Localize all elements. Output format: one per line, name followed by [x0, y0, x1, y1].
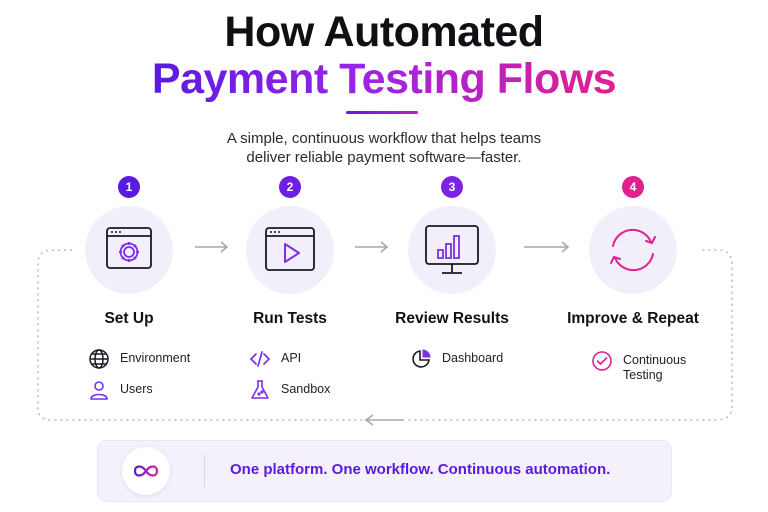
step-3-item-dashboard: Dashboard — [410, 348, 503, 370]
step-1-item-label: Users — [120, 382, 153, 396]
monitor-chart-icon — [425, 225, 479, 274]
step-4-item-label: Continuous Testing — [623, 353, 687, 382]
step-2-item-api: API — [249, 348, 301, 370]
title-line-2: Payment Testing Flows — [151, 55, 617, 103]
step-4-title: Improve & Repeat — [567, 310, 699, 327]
banner-divider — [204, 455, 205, 487]
step-1-item-environment: Environment — [88, 348, 190, 370]
step-4-item-continuous-testing: Continuous Testing — [591, 350, 686, 383]
check-circle-icon — [592, 351, 612, 371]
step-4-icon-circle — [589, 206, 677, 294]
step-2-title: Run Tests — [253, 310, 327, 327]
step-1-item-users: Users — [88, 379, 153, 401]
flask-icon — [251, 380, 269, 399]
step-1-icon-circle — [85, 206, 173, 294]
cycle-arrows-icon — [610, 228, 656, 272]
arrow-1-to-2 — [195, 241, 229, 253]
title-line-1: How Automated — [224, 8, 544, 56]
step-3-title: Review Results — [395, 310, 509, 327]
step-2-icon-circle — [246, 206, 334, 294]
title-underline — [346, 111, 418, 114]
globe-icon — [89, 349, 109, 369]
code-icon — [249, 351, 271, 367]
gear-window-icon — [106, 227, 152, 269]
step-3-icon-circle — [408, 206, 496, 294]
subtitle-line-2: deliver reliable payment software—faster… — [246, 149, 522, 166]
pie-chart-icon — [412, 349, 431, 368]
step-2-item-sandbox: Sandbox — [249, 379, 330, 401]
step-1-item-label: Environment — [120, 351, 191, 365]
step-3-item-label: Dashboard — [442, 351, 504, 365]
infinity-icon — [133, 465, 159, 477]
banner-icon-circle — [122, 447, 170, 495]
arrow-3-to-4 — [524, 241, 570, 253]
step-2-item-label: Sandbox — [281, 382, 331, 396]
step-2-badge: 2 — [279, 176, 301, 198]
play-window-icon — [265, 227, 315, 271]
step-2-item-label: API — [281, 351, 302, 365]
banner-tagline: One platform. One workflow. Continuous a… — [230, 461, 611, 478]
arrow-2-to-3 — [355, 241, 389, 253]
step-1-badge: 1 — [118, 176, 140, 198]
bottom-banner — [97, 440, 672, 502]
user-icon — [90, 381, 108, 400]
subtitle-line-1: A simple, continuous workflow that helps… — [226, 130, 542, 147]
step-1-title: Set Up — [104, 310, 154, 327]
step-4-badge: 4 — [622, 176, 644, 198]
step-3-badge: 3 — [441, 176, 463, 198]
